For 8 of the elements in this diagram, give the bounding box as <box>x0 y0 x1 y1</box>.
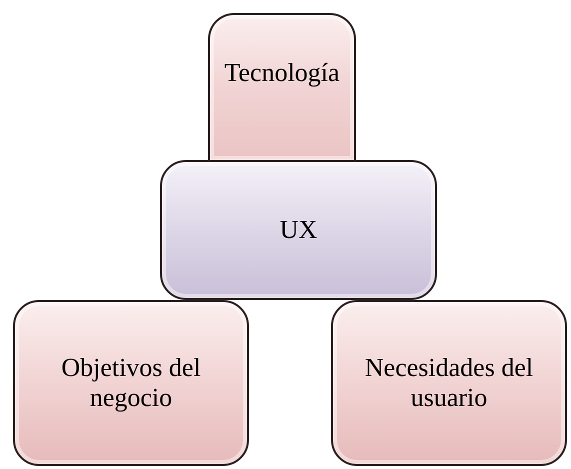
box-label: Necesidades del usuario <box>364 353 534 413</box>
box-label: UX <box>280 215 318 245</box>
rounded-box <box>331 300 567 466</box>
rounded-box <box>208 13 356 160</box>
rounded-box <box>13 300 249 466</box>
rounded-box <box>160 160 437 300</box>
box-label: Objetivos del negocio <box>60 353 202 413</box>
box-label: Tecnología <box>224 58 340 88</box>
